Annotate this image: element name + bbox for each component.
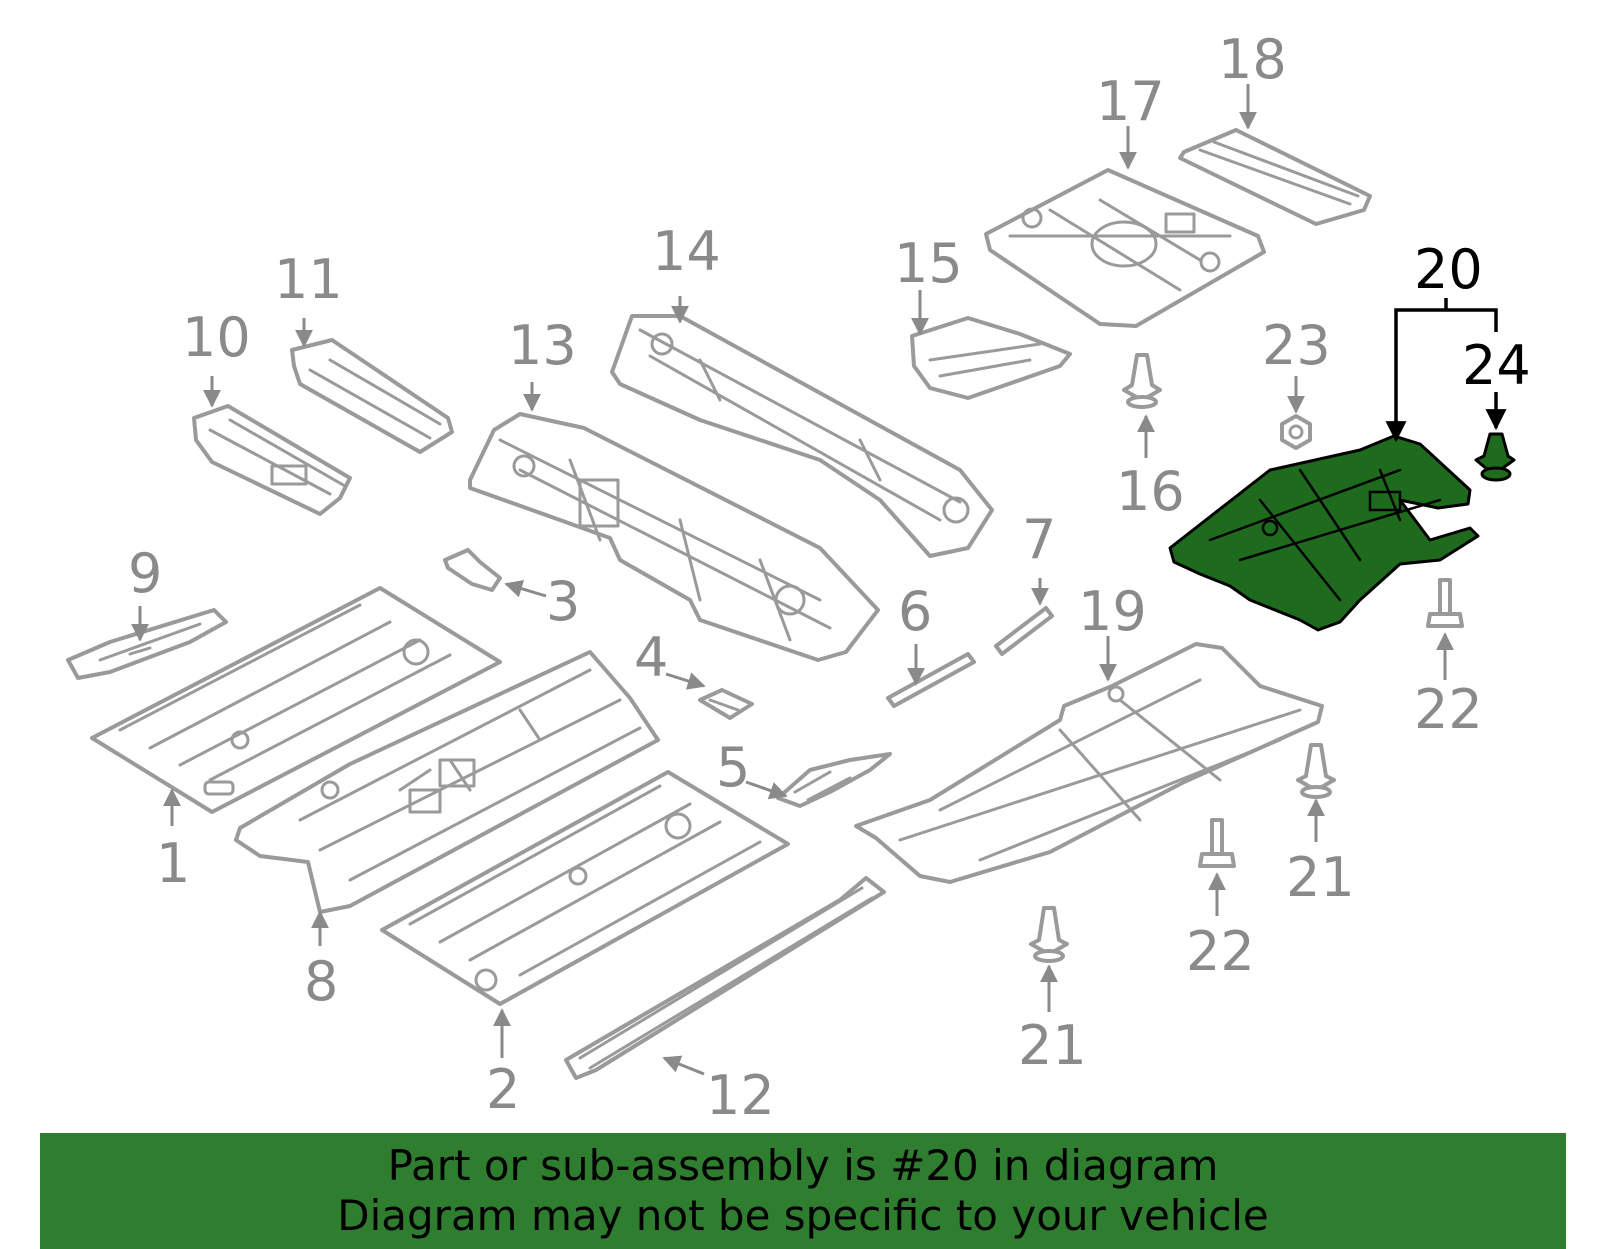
callout-21: 21 <box>1286 846 1355 909</box>
callout-13: 13 <box>508 314 577 377</box>
callout-21: 21 <box>1018 1014 1087 1077</box>
part-15-bracket[interactable] <box>910 316 1072 400</box>
part-17-rear-floor-pan[interactable] <box>984 168 1266 328</box>
callout-labels: 1 2 3 4 5 6 7 8 9 10 11 12 13 14 15 16 1… <box>128 28 1531 1127</box>
part-3-bracket[interactable] <box>443 548 502 592</box>
part-23-nut[interactable] <box>1280 414 1312 450</box>
callout-8: 8 <box>304 950 338 1013</box>
part-8-tunnel[interactable] <box>234 650 660 914</box>
callout-10: 10 <box>182 306 251 369</box>
callout-7: 7 <box>1022 508 1056 571</box>
part-10-crossmember[interactable] <box>192 404 352 516</box>
part-22-bolt[interactable] <box>1198 818 1236 868</box>
callout-18: 18 <box>1218 28 1287 91</box>
part-13-crossmember[interactable] <box>468 412 880 662</box>
callout-17: 17 <box>1096 70 1165 133</box>
part-21-clip[interactable] <box>1029 906 1069 963</box>
part-1-front-floor-pan[interactable] <box>90 586 502 814</box>
part-19-underbody-shield[interactable] <box>854 642 1324 884</box>
callout-23: 23 <box>1262 314 1331 377</box>
callout-20: 20 <box>1414 238 1483 301</box>
info-banner: Part or sub-assembly is #20 in diagram D… <box>40 1133 1566 1249</box>
callout-14: 14 <box>652 220 721 283</box>
part-6-reinforcement[interactable] <box>886 652 976 708</box>
callout-22: 22 <box>1186 920 1255 983</box>
banner-line-part: Part or sub-assembly is #20 in diagram <box>387 1141 1219 1190</box>
callout-19: 19 <box>1078 580 1147 643</box>
part-18-crossmember[interactable] <box>1178 128 1372 226</box>
part-4-bracket[interactable] <box>698 688 754 720</box>
callout-22: 22 <box>1414 678 1483 741</box>
part-7-reinforcement[interactable] <box>994 606 1054 656</box>
part-22-bolt[interactable] <box>1426 578 1464 628</box>
part-16-clip[interactable] <box>1122 353 1162 409</box>
callout-9: 9 <box>128 542 162 605</box>
callout-16: 16 <box>1116 460 1185 523</box>
part-12-rocker[interactable] <box>564 876 886 1080</box>
banner-line-disclaimer: Diagram may not be specific to your vehi… <box>337 1191 1269 1240</box>
part-21-clip[interactable] <box>1296 743 1336 799</box>
callout-5: 5 <box>716 736 750 799</box>
callout-3: 3 <box>546 570 580 633</box>
callout-15: 15 <box>894 232 963 295</box>
callout-6: 6 <box>898 580 932 643</box>
part-24-highlighted-clip[interactable] <box>1474 432 1516 482</box>
part-9-crossmember[interactable] <box>66 608 228 680</box>
part-2-front-floor-pan[interactable] <box>380 770 790 1006</box>
callout-2: 2 <box>486 1058 520 1121</box>
part-20-highlighted-shield[interactable] <box>1168 434 1480 632</box>
part-5-bracket[interactable] <box>776 752 892 808</box>
callout-11: 11 <box>274 248 343 311</box>
callout-1: 1 <box>156 832 190 895</box>
callout-4: 4 <box>634 626 668 689</box>
callout-24: 24 <box>1462 334 1531 397</box>
part-11-crossmember[interactable] <box>290 338 454 454</box>
callout-12: 12 <box>706 1064 775 1127</box>
leader-lines <box>131 84 1507 1076</box>
